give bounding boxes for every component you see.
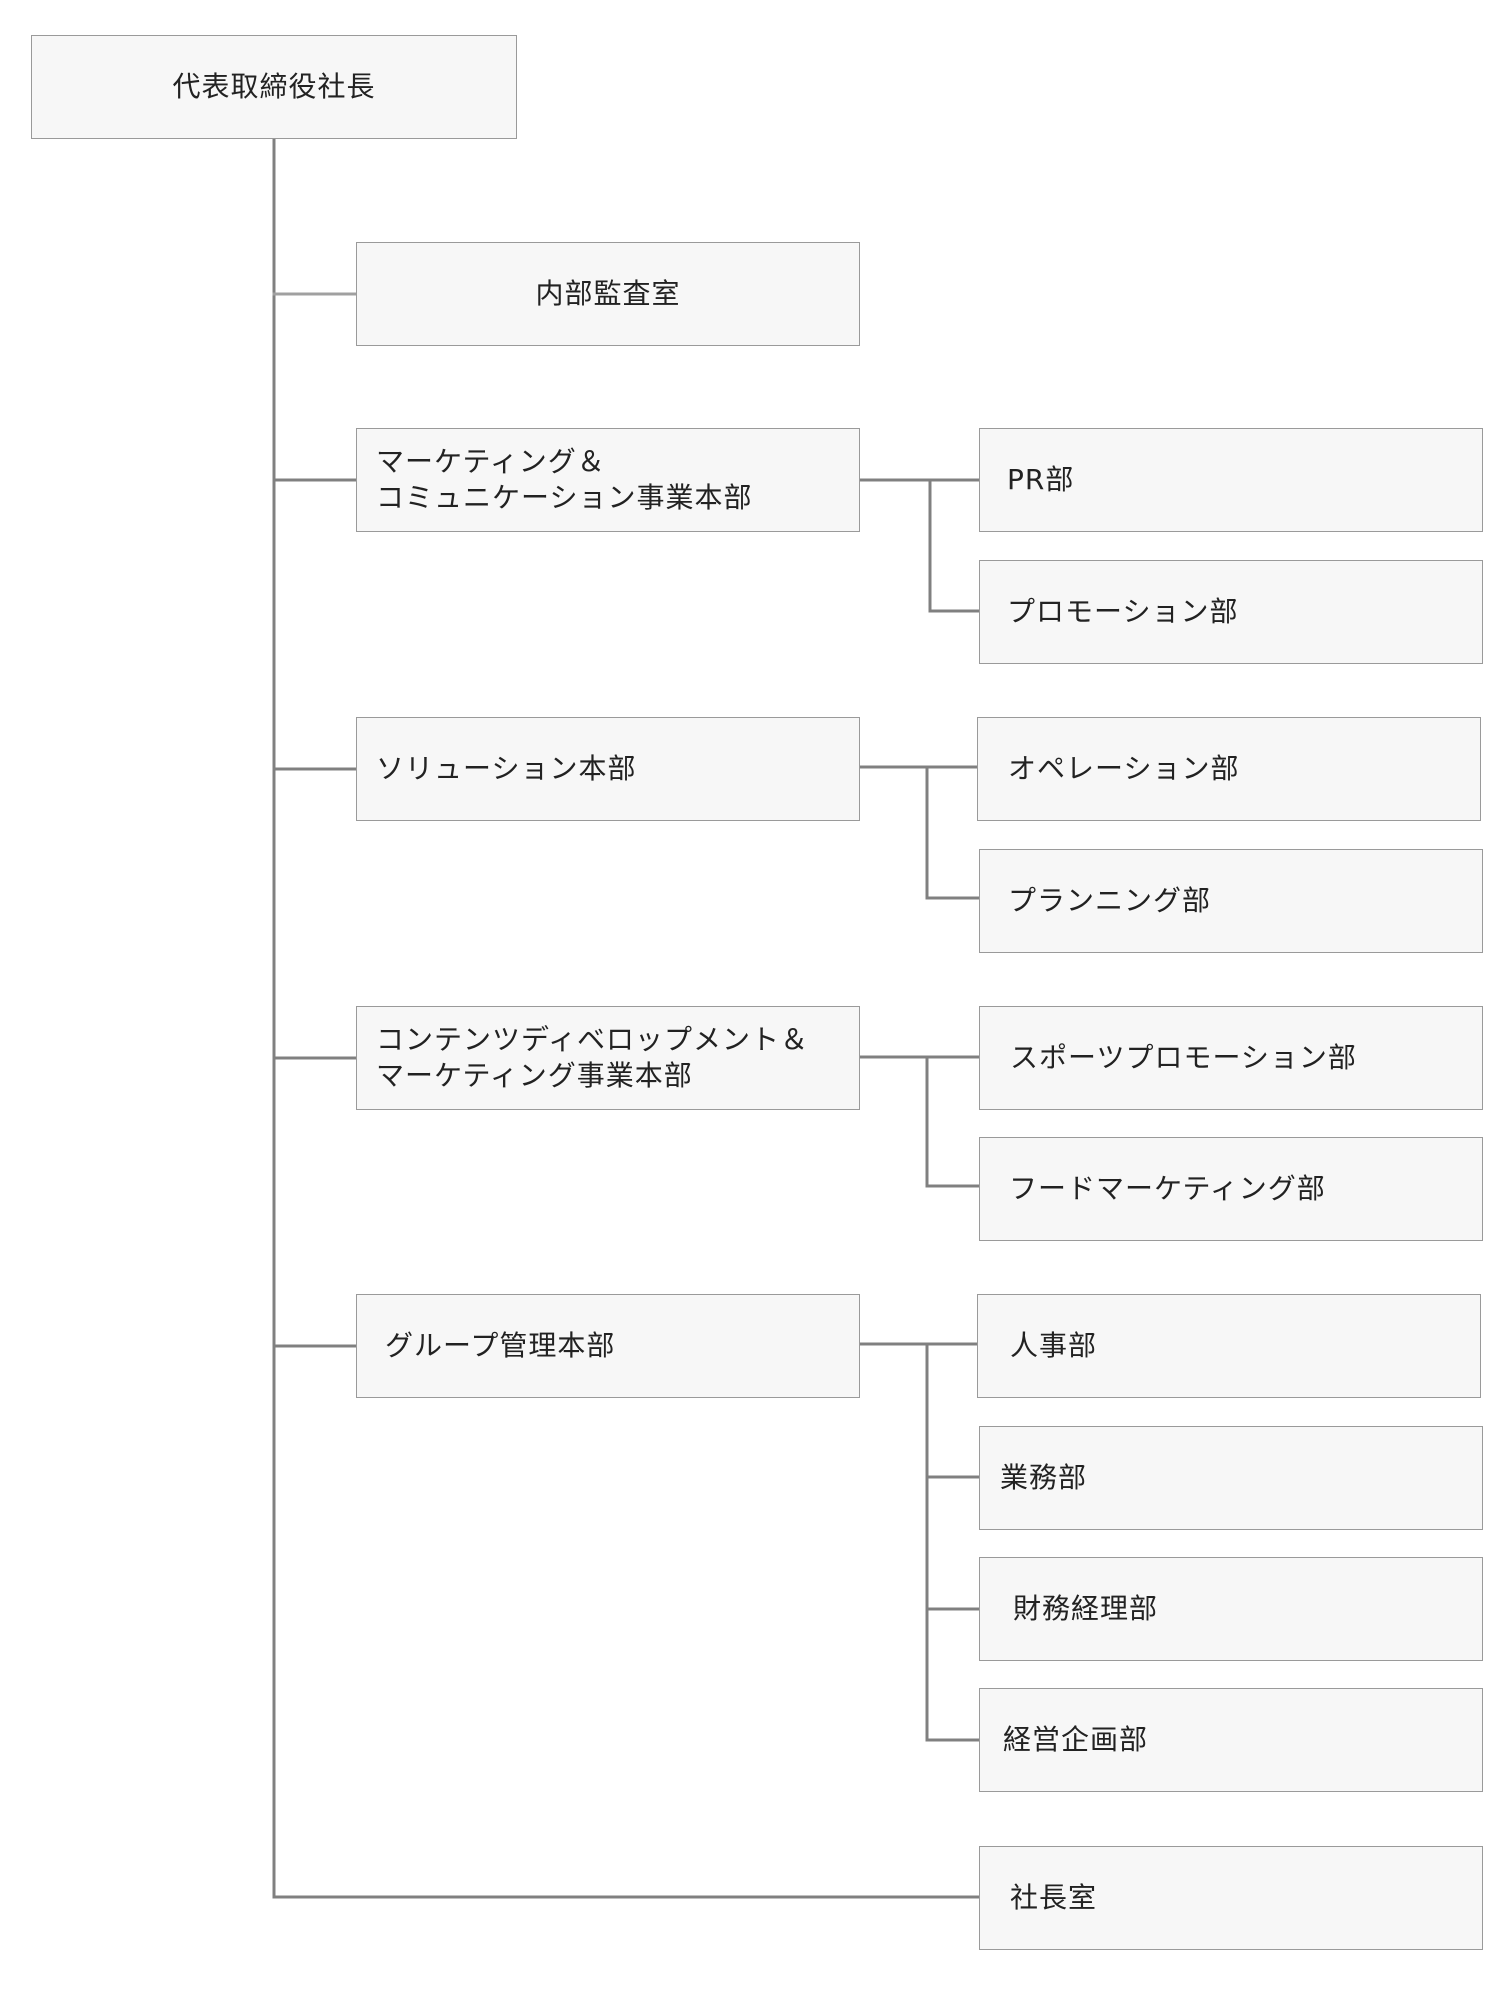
department-box-pr: PR部	[979, 428, 1483, 532]
audit-box: 内部監査室	[356, 242, 860, 346]
division-label: ソリューション本部	[376, 752, 637, 785]
department-label: 人事部	[1010, 1329, 1098, 1362]
department-box-operation: オペレーション部	[977, 717, 1481, 821]
department-label: PR部	[1007, 463, 1075, 496]
audit-label: 内部監査室	[535, 277, 681, 310]
division-label-line: コンテンツディベロップメント＆	[376, 1023, 810, 1056]
ceo-label: 代表取締役社長	[172, 70, 376, 103]
division-label: グループ管理本部	[385, 1329, 616, 1362]
department-box-finance: 財務経理部	[979, 1557, 1483, 1661]
department-box-corporate-planning: 経営企画部	[979, 1688, 1483, 1792]
division-label-line: マーケティング事業本部	[376, 1059, 693, 1092]
department-box-promotion: プロモーション部	[979, 560, 1483, 664]
division-box-marketing-communication: マーケティング＆ コミュニケーション事業本部	[356, 428, 860, 532]
division-box-solution: ソリューション本部	[356, 717, 860, 821]
department-box-sports-promotion: スポーツプロモーション部	[979, 1006, 1483, 1110]
department-label: プロモーション部	[1007, 595, 1239, 628]
ceo-box: 代表取締役社長	[31, 35, 517, 139]
president-office-box: 社長室	[979, 1846, 1483, 1950]
department-label: プランニング部	[1008, 884, 1212, 917]
division-label-line: マーケティング＆	[376, 445, 606, 478]
department-label: 業務部	[1000, 1461, 1088, 1494]
department-box-business: 業務部	[979, 1426, 1483, 1530]
division-label: マーケティング＆ コミュニケーション事業本部	[376, 444, 752, 516]
department-label: オペレーション部	[1008, 752, 1240, 785]
department-label: フードマーケティング部	[1009, 1172, 1326, 1205]
department-box-hr: 人事部	[977, 1294, 1481, 1398]
department-label: 財務経理部	[1013, 1592, 1159, 1625]
president-office-label: 社長室	[1010, 1881, 1098, 1914]
department-box-planning: プランニング部	[979, 849, 1483, 953]
department-label: 経営企画部	[1003, 1723, 1149, 1756]
division-label: コンテンツディベロップメント＆ マーケティング事業本部	[376, 1022, 809, 1094]
department-box-food-marketing: フードマーケティング部	[979, 1137, 1483, 1241]
department-label: スポーツプロモーション部	[1010, 1041, 1357, 1074]
division-label-line: コミュニケーション事業本部	[376, 481, 753, 514]
division-box-content-development: コンテンツディベロップメント＆ マーケティング事業本部	[356, 1006, 860, 1110]
division-box-group-management: グループ管理本部	[356, 1294, 860, 1398]
